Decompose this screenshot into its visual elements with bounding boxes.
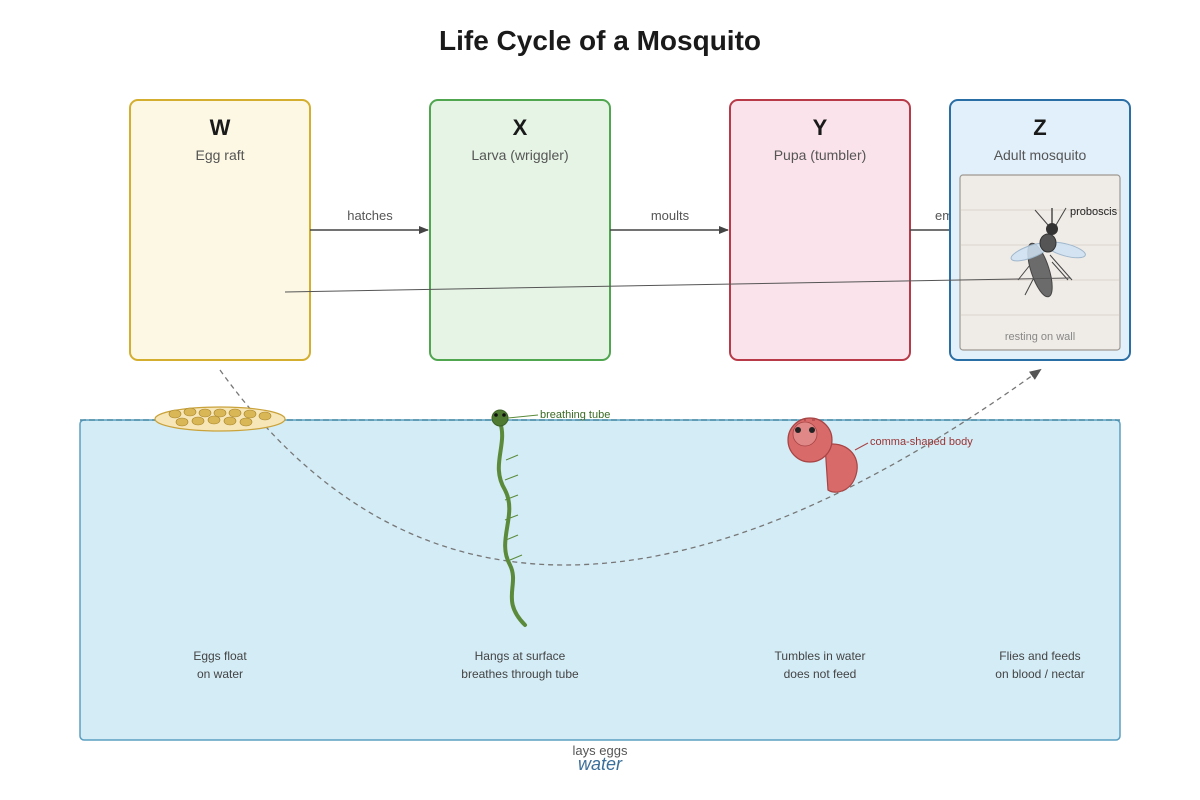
label-emerges: em bbox=[935, 208, 953, 223]
larva-bristle bbox=[504, 494, 519, 501]
stage-x-description-line1: Hangs at surface bbox=[475, 649, 566, 663]
stage-w-description-line2: on water bbox=[197, 667, 243, 681]
mosquito-thorax bbox=[1039, 233, 1057, 253]
egg bbox=[228, 408, 242, 418]
label-lays-eggs: lays eggs bbox=[573, 743, 628, 758]
label-hatches: hatches bbox=[347, 208, 393, 223]
egg-raft-illustration bbox=[154, 406, 286, 432]
stage-y-letter: Y bbox=[813, 115, 828, 140]
egg bbox=[243, 409, 257, 419]
label-water: water bbox=[578, 754, 623, 774]
larva-bristle bbox=[509, 554, 523, 561]
egg bbox=[258, 411, 272, 421]
larva-head bbox=[491, 409, 509, 427]
mosquito-leg bbox=[1049, 254, 1073, 281]
label-breathing-tube: breathing tube bbox=[540, 409, 610, 421]
stage-w-description-line1: Eggs float bbox=[193, 649, 247, 663]
pupa-eye bbox=[809, 427, 815, 433]
stage-y-name: Pupa (tumbler) bbox=[774, 147, 867, 163]
stage-z-description-line2: on blood / nectar bbox=[995, 667, 1084, 681]
pupa-eye bbox=[795, 427, 801, 433]
pupa-head-detail bbox=[792, 421, 818, 447]
larva-illustration bbox=[491, 409, 539, 627]
stage-z-name: Adult mosquito bbox=[994, 147, 1087, 163]
mosquito-leg bbox=[1051, 261, 1069, 281]
egg bbox=[223, 416, 237, 426]
connector-egg-to-adult bbox=[284, 277, 1071, 293]
larva-eye bbox=[494, 413, 498, 417]
water-body bbox=[79, 419, 1121, 741]
egg bbox=[239, 417, 253, 427]
label-resting-on-wall: resting on wall bbox=[1005, 331, 1075, 343]
egg bbox=[191, 416, 205, 426]
pupa-abdomen bbox=[824, 443, 858, 493]
stage-y-description-line1: Tumbles in water bbox=[775, 649, 866, 663]
larva-bristle bbox=[504, 514, 519, 521]
stage-x-name: Larva (wriggler) bbox=[471, 147, 568, 163]
stage-z-adult: Z Adult mosquito proboscis resting on wa… bbox=[949, 99, 1131, 361]
stage-x-larva: X Larva (wriggler) bbox=[429, 99, 611, 361]
larva-bristle bbox=[505, 534, 519, 541]
pupa-illustration bbox=[787, 417, 869, 493]
label-moults: moults bbox=[651, 208, 690, 223]
mosquito-antenna bbox=[1055, 207, 1067, 226]
callout-line-breathing-tube bbox=[507, 414, 539, 419]
mosquito-head bbox=[1046, 223, 1058, 235]
larva-eye bbox=[502, 413, 506, 417]
callout-line-comma-body bbox=[854, 442, 869, 451]
label-proboscis: proboscis bbox=[1070, 206, 1118, 218]
mosquito-antenna bbox=[1034, 209, 1049, 226]
stage-w-letter: W bbox=[210, 115, 231, 140]
stage-z-letter: Z bbox=[1033, 115, 1046, 140]
stage-x-letter: X bbox=[513, 115, 528, 140]
diagram-title: Life Cycle of a Mosquito bbox=[439, 25, 761, 56]
egg bbox=[213, 408, 227, 418]
stage-y-description-line2: does not feed bbox=[784, 667, 857, 681]
larva-body bbox=[496, 420, 527, 627]
egg bbox=[168, 409, 182, 419]
egg bbox=[183, 407, 197, 417]
label-comma-shaped-body: comma-shaped body bbox=[870, 436, 973, 448]
stage-x-description-line2: breathes through tube bbox=[461, 667, 579, 681]
egg bbox=[207, 415, 221, 425]
larva-bristle bbox=[505, 454, 519, 461]
stage-w-name: Egg raft bbox=[195, 147, 244, 163]
stage-w-egg-raft: W Egg raft bbox=[129, 99, 311, 361]
stage-z-description-line1: Flies and feeds bbox=[999, 649, 1080, 663]
egg bbox=[198, 408, 212, 418]
stage-y-pupa: Y Pupa (tumbler) bbox=[729, 99, 911, 361]
egg bbox=[175, 417, 189, 427]
larva-bristle bbox=[504, 474, 519, 481]
